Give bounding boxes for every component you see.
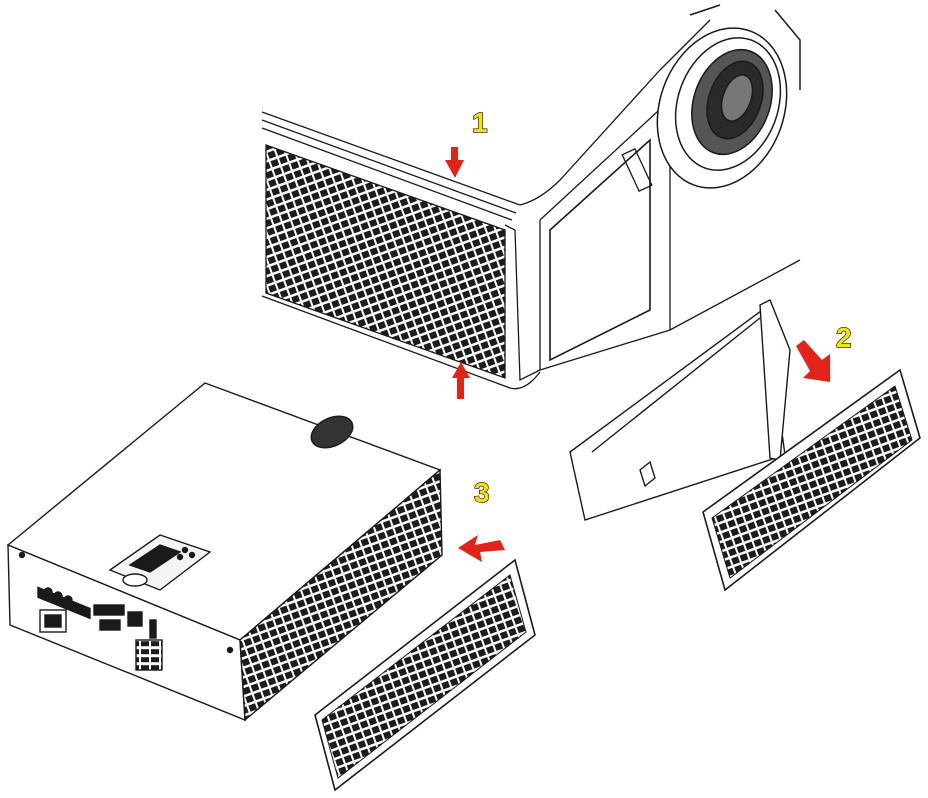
arrow-diagonal-icon [796,340,830,382]
new-filter [314,558,536,792]
filter-frame [569,299,791,521]
step-1-number: 1 [472,107,488,138]
projector-top-view [6,382,443,722]
step-2-number: 2 [836,322,852,353]
arrow-left-icon [458,535,505,562]
io-ports [37,586,157,639]
removed-filter [702,368,921,592]
step-3-arrow [458,535,505,562]
step-2-arrow [796,340,830,382]
step-1-arrows [445,147,470,399]
arrow-down-icon [445,147,464,178]
control-panel [108,534,212,591]
projector-lens [656,4,801,189]
arrow-up-icon [452,362,470,399]
step-3-number: 3 [474,477,490,508]
speaker-grille [135,639,163,671]
